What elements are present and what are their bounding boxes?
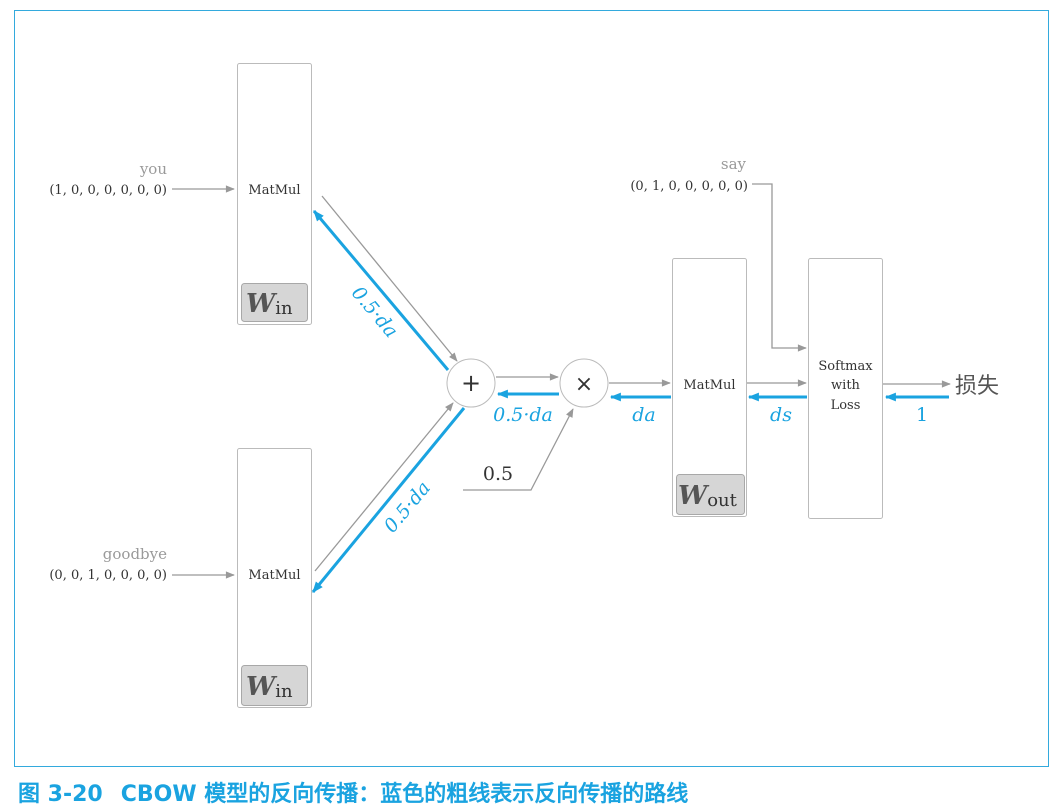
figure-caption: 图 3-20 CBOW 模型的反向传播：蓝色的粗线表示反向传播的路线 [18,781,688,807]
matmul-top-layer [237,63,312,325]
softmax-label-line1: Softmax [818,359,873,374]
forward-arrow-matmul-top-to-add [321,195,458,362]
loss-label: 损失 [955,374,999,399]
target-vector-say: (0, 1, 0, 0, 0, 0, 0) [630,179,748,194]
matmul-out-label: MatMul [683,378,735,393]
caption-number: 图 3-20 [18,782,103,807]
forward-arrow-say-to-softmax [752,183,807,352]
gradient-label-half-da-center: 0.5·da [493,404,553,426]
weight-in-top-symbol: Win [246,289,293,319]
softmax-with-loss-layer [808,258,883,519]
weight-in-top-box [241,283,308,322]
input-vector-goodbye: (0, 0, 1, 0, 0, 0, 0) [49,568,167,583]
add-node [446,358,496,408]
matmul-top-label: MatMul [248,183,300,198]
input-word-goodbye: goodbye [103,545,167,563]
gradient-label-ds: ds [770,404,792,426]
caption-text: CBOW 模型的反向传播：蓝色的粗线表示反向传播的路线 [121,781,689,807]
gradient-label-one: 1 [916,404,928,426]
constant-half-label: 0.5 [483,463,513,485]
weight-in-bottom-symbol: Win [246,672,293,702]
weight-out-box [676,474,745,515]
gradient-label-da: da [632,404,656,426]
matmul-bottom-layer [237,448,312,708]
matmul-bottom-label: MatMul [248,568,300,583]
gradient-label-half-da-top: 0.5·da [347,282,402,342]
add-symbol: + [461,369,481,397]
backward-arrow-add-to-matmul-top [312,210,450,371]
forward-arrow-constant-to-multiply [463,408,574,491]
weight-out-symbol: Wout [678,481,738,511]
target-word-say: say [721,155,747,173]
weight-in-bottom-box [241,665,308,706]
softmax-label-line2: with [831,378,861,393]
softmax-label-line3: Loss [831,398,861,413]
gradient-label-half-da-bottom: 0.5·da [380,477,435,537]
forward-arrow-matmul-bottom-to-add [314,402,454,572]
matmul-out-layer [672,258,747,517]
input-vector-you: (1, 0, 0, 0, 0, 0, 0) [49,183,167,198]
figure-frame [14,10,1049,767]
multiply-node [559,358,609,408]
multiply-symbol: × [575,372,593,397]
input-word-you: you [139,160,168,178]
backward-arrow-add-to-matmul-bottom [311,407,466,593]
